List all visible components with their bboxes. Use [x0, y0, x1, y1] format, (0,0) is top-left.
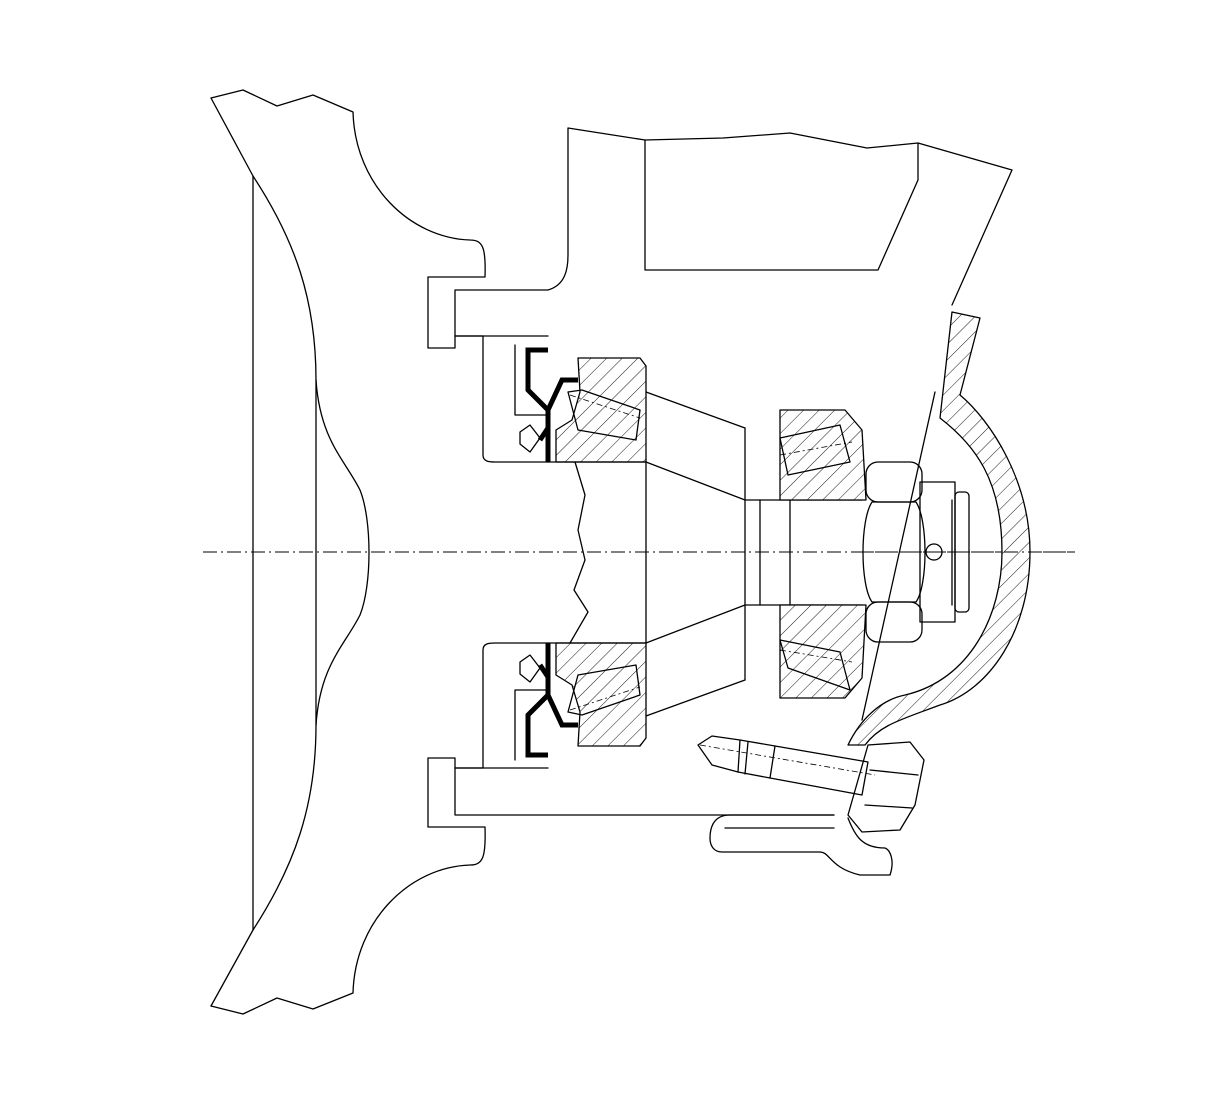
brake-bolt: [697, 735, 925, 833]
seal-lip-upper: [519, 424, 541, 453]
brake-flange: [709, 814, 893, 876]
inner-bearing-lower: [555, 642, 647, 747]
wheel-rim: [210, 89, 1013, 1015]
seal-lip-lower: [519, 654, 541, 683]
hub-cap: [847, 311, 1031, 746]
hub-housing: [454, 335, 549, 769]
inner-bearing-upper: [555, 357, 647, 463]
outer-bearing-upper: [779, 409, 867, 501]
upper-seal: [525, 347, 578, 462]
outer-bearing-lower: [779, 604, 867, 699]
lower-seal: [525, 643, 578, 758]
